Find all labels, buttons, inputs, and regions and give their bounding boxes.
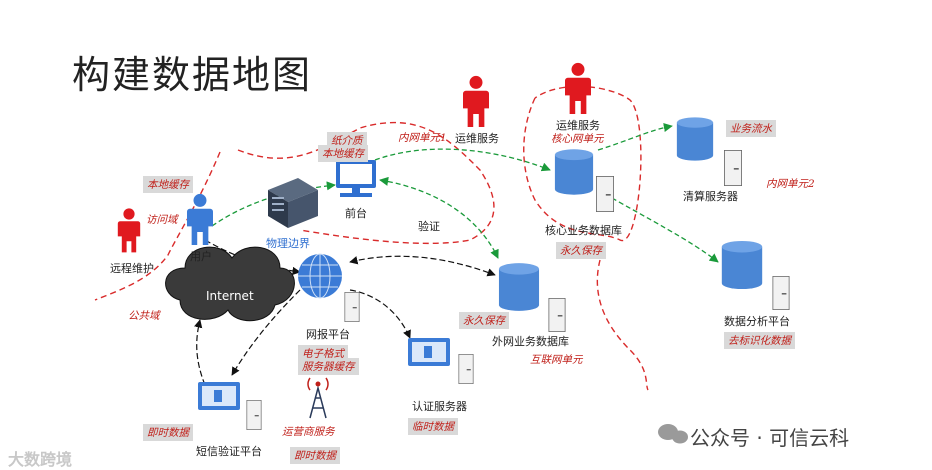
physical-boundary-icon [268, 178, 318, 228]
person-remote-icon [117, 208, 141, 253]
boundary-access-public [94, 151, 221, 301]
label-sms-platform: 短信验证平台 [196, 445, 262, 458]
flow-web-to-sms [231, 289, 301, 376]
person-ops1-icon [463, 75, 489, 127]
boundary-internet [596, 259, 649, 391]
frontend-computer-icon [336, 160, 376, 197]
tag-carrier: 运营商服务 [282, 426, 335, 438]
flow-web-to-auth [349, 289, 411, 339]
tag-core-intranet-unit: 核心网单元 [551, 133, 604, 145]
tag-media-cache-2: 本地缓存 [318, 145, 368, 162]
zone-intranet-unit-2: 内网单元2 [766, 178, 815, 190]
watermark-left: 大数跨境 [8, 450, 73, 469]
tag-e-format-2: 服务器缓存 [298, 358, 359, 375]
tag-deidentified: 去标识化数据 [724, 332, 795, 349]
label-user: 用户 [190, 250, 212, 263]
zone-public-domain: 公共域 [128, 310, 160, 322]
tag-local-cache-user: 本地缓存 [143, 176, 193, 193]
label-web-platform: 网报平台 [306, 328, 350, 341]
label-analytics-platform: 数据分析平台 [724, 315, 790, 328]
flow-core-to-analytics [597, 189, 719, 263]
label-internet: Internet [206, 289, 254, 303]
zone-internet-unit: 互联网单元 [530, 354, 583, 366]
tag-realtime-sms: 即时数据 [143, 424, 193, 441]
tag-temp-data: 临时数据 [408, 418, 458, 435]
flow-frontend-to-core [374, 148, 551, 172]
flow-verify [379, 176, 499, 259]
flow-web-to-extdb [349, 255, 496, 277]
label-frontend: 前台 [345, 207, 367, 220]
tag-e-format-1: 电子格式 [298, 345, 348, 362]
watermark-right: 公众号 · 可信云科 [690, 426, 850, 450]
label-verify: 验证 [418, 220, 440, 233]
internet-cloud-icon [165, 246, 295, 322]
label-remote-maint: 远程维护 [110, 262, 154, 275]
auth-server-icon [408, 338, 474, 384]
boundary-core [523, 85, 642, 241]
label-physical-boundary: 物理边界 [266, 237, 310, 250]
tag-realtime-carrier: 即时数据 [290, 447, 340, 464]
tag-intranet-unit-1: 内网单元1 [398, 132, 447, 144]
carrier-tower-icon [307, 377, 329, 419]
label-clearing-server: 清算服务器 [683, 190, 738, 203]
tag-media-cache-1: 纸介质 [327, 132, 367, 149]
wechat-icon [658, 424, 688, 444]
label-core-db: 核心业务数据库 [545, 224, 622, 237]
label-ops-service-1: 运维服务 [455, 132, 499, 145]
flow-core-to-clearing [597, 122, 673, 151]
label-ops-service-2: 运维服务 [556, 119, 600, 132]
analytics-db-icon [721, 240, 790, 310]
person-user-icon [187, 193, 213, 245]
page-title: 构建数据地图 [72, 53, 313, 97]
label-external-db: 外网业务数据库 [492, 335, 569, 348]
label-auth-server: 认证服务器 [412, 400, 467, 413]
flow-sms-to-internet [194, 319, 206, 386]
zone-access-domain: 访问域 [146, 214, 178, 226]
sms-platform-icon [198, 382, 262, 430]
tag-business-flow: 业务流水 [726, 120, 776, 137]
person-ops2-icon [565, 62, 591, 114]
web-platform-globe-icon [298, 253, 360, 322]
tag-permanent-core: 永久保存 [556, 242, 606, 259]
tag-permanent-ext: 永久保存 [459, 312, 509, 329]
core-db-icon [554, 149, 614, 212]
